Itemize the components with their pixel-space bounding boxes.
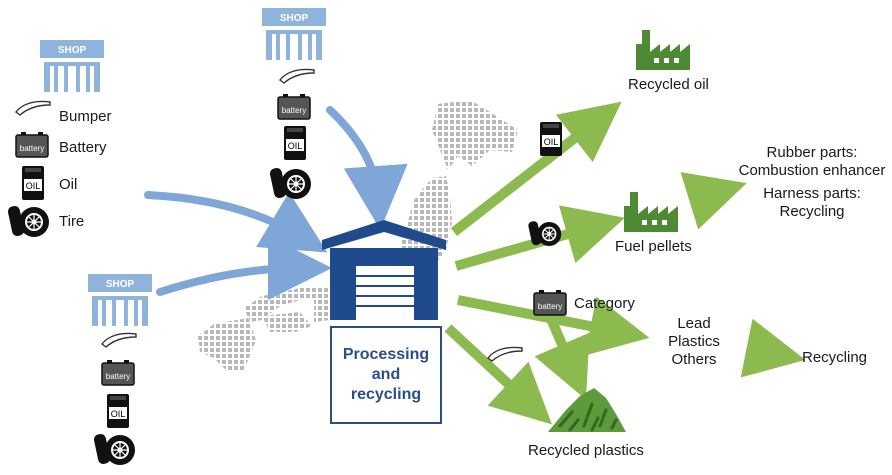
arrow-shop-bottom-to-center bbox=[156, 236, 332, 301]
factory-icon bbox=[636, 30, 690, 70]
combustion-enhancer-label: Combustion enhancer bbox=[738, 162, 886, 179]
outbound-arrows bbox=[444, 101, 806, 425]
svg-text:SHOP: SHOP bbox=[106, 279, 135, 290]
harness-recycling-label: Recycling bbox=[779, 203, 845, 220]
arrow-shop-left-to-center bbox=[144, 191, 328, 253]
legend-battery-label: Battery bbox=[59, 139, 107, 156]
oil-icon: OIL bbox=[22, 166, 44, 200]
battery-icon: battery bbox=[15, 131, 49, 158]
others-label: Others bbox=[671, 351, 717, 368]
svg-text:OIL: OIL bbox=[288, 141, 303, 151]
arrow-to-recycled-plastics-2 bbox=[534, 310, 590, 400]
center-line-2: and bbox=[371, 366, 401, 383]
legend-tire-label: Tire bbox=[59, 213, 85, 230]
svg-text:OIL: OIL bbox=[26, 181, 41, 191]
battery-icon: battery bbox=[277, 93, 311, 120]
arrow-to-rubber-harness bbox=[680, 172, 747, 230]
svg-text:OIL: OIL bbox=[544, 137, 559, 147]
tire-icon bbox=[6, 204, 50, 238]
shop-icon-top: SHOP bbox=[262, 8, 326, 60]
harness-parts-label: Harness parts: bbox=[763, 185, 861, 202]
warehouse-icon bbox=[322, 220, 446, 320]
fuel-pellets-label: Fuel pellets bbox=[615, 238, 692, 255]
oil-icon: OIL bbox=[284, 126, 306, 160]
shop-icon-left: SHOP bbox=[40, 40, 104, 92]
plastics-label: Plastics bbox=[668, 333, 720, 350]
bumper-icon bbox=[15, 100, 51, 116]
plastic-pellets-icon bbox=[548, 388, 626, 432]
arrow-to-recycling bbox=[740, 318, 806, 378]
arrow-to-lead-plastics bbox=[457, 295, 650, 356]
svg-text:SHOP: SHOP bbox=[280, 13, 309, 24]
lead-label: Lead bbox=[677, 315, 711, 332]
arrow-to-recycled-oil bbox=[450, 101, 622, 236]
oil-icon: OIL bbox=[107, 394, 129, 428]
svg-text:battery: battery bbox=[20, 144, 44, 153]
oil-icon: OIL bbox=[540, 122, 562, 156]
center-line-1: Processing bbox=[342, 346, 430, 363]
inbound-arrows bbox=[144, 106, 408, 301]
bumper-icon bbox=[279, 68, 315, 84]
svg-text:battery: battery bbox=[282, 106, 306, 115]
tire-icon bbox=[92, 432, 136, 466]
recycled-oil-label: Recycled oil bbox=[628, 76, 709, 93]
category-label: Category bbox=[574, 295, 635, 312]
bumper-icon bbox=[487, 346, 523, 362]
svg-text:battery: battery bbox=[538, 302, 562, 311]
rubber-parts-label: Rubber parts: bbox=[766, 144, 858, 161]
arrow-to-fuel-pellets bbox=[454, 205, 625, 271]
legend-bumper-label: Bumper bbox=[59, 108, 112, 125]
arrow-to-recycled-plastics-1 bbox=[444, 324, 553, 425]
recycled-plastics-label: Recycled plastics bbox=[528, 442, 644, 459]
factory-icon bbox=[624, 192, 678, 232]
tire-icon bbox=[268, 166, 312, 200]
processing-recycling-box: Processing and recycling bbox=[330, 326, 442, 424]
tire-icon bbox=[527, 219, 562, 247]
svg-text:OIL: OIL bbox=[111, 409, 126, 419]
center-line-3: recycling bbox=[350, 386, 422, 403]
battery-icon: battery bbox=[533, 289, 567, 316]
arrow-shop-top-to-center bbox=[326, 106, 408, 230]
legend-oil-label: Oil bbox=[59, 176, 78, 193]
recycling-label: Recycling bbox=[802, 349, 868, 366]
bumper-icon bbox=[101, 332, 137, 348]
svg-text:battery: battery bbox=[106, 372, 130, 381]
shop-icon-bottom: SHOP bbox=[88, 274, 152, 326]
battery-icon: battery bbox=[101, 359, 135, 386]
svg-text:SHOP: SHOP bbox=[58, 45, 87, 56]
